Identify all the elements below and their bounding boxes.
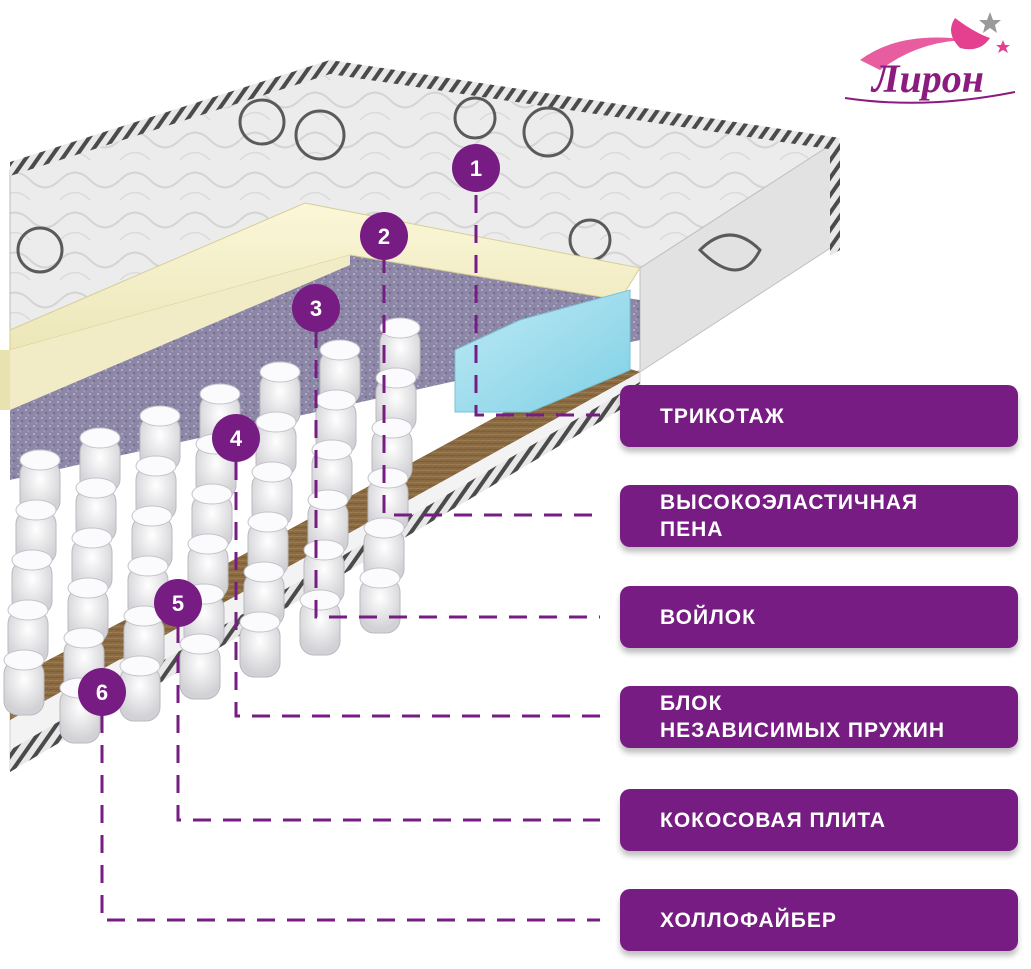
leader-line-6 — [100, 715, 600, 922]
marker-3: 3 — [292, 284, 340, 332]
logo-wordmark: Лирон — [870, 56, 984, 101]
leader-line-1 — [474, 195, 600, 417]
leader-line-4 — [234, 462, 600, 718]
svg-text:6: 6 — [96, 680, 108, 705]
leader-line-2 — [382, 255, 600, 517]
marker-1: 1 — [452, 144, 500, 192]
spring-coil — [3, 649, 45, 716]
logo-figure — [951, 18, 990, 50]
svg-text:4: 4 — [230, 426, 243, 451]
layer-foam-front — [10, 255, 350, 410]
layer-markers: 1 2 3 4 5 6 — [78, 144, 500, 716]
svg-text:5: 5 — [172, 591, 184, 616]
layer-label-springs: БЛОК НЕЗАВИСИМЫХ ПРУЖИН — [620, 686, 1018, 748]
layer-label-foam: ВЫСОКОЭЛАСТИЧНАЯ ПЕНА — [620, 485, 1018, 547]
mattress-piping-side — [830, 142, 840, 256]
layer-label-text: КОКОСОВАЯ ПЛИТА — [660, 808, 887, 832]
layer-springs — [3, 317, 421, 744]
layer-label-felt: ВОЙЛОК — [620, 586, 1018, 648]
svg-text:1: 1 — [470, 156, 482, 181]
mattress-piping-top — [10, 60, 840, 176]
spring-coil — [379, 317, 421, 384]
star-icon — [979, 12, 1001, 33]
svg-text:3: 3 — [310, 296, 322, 321]
marker-2: 2 — [360, 212, 408, 260]
spring-coil — [119, 655, 161, 722]
layer-label-coconut: КОКОСОВАЯ ПЛИТА — [620, 789, 1018, 851]
marker-4: 4 — [212, 414, 260, 462]
marker-6: 6 — [78, 668, 126, 716]
layer-foam-left — [0, 350, 10, 410]
layer-label-text: ТРИКОТАЖ — [660, 404, 785, 428]
leader-line-3 — [314, 330, 600, 619]
layer-label-text: ХОЛЛОФАЙБЕР — [660, 908, 837, 932]
layer-label-text: БЛОК НЕЗАВИСИМЫХ ПРУЖИН — [660, 692, 946, 742]
spring-coil — [179, 633, 221, 700]
perimeter-foam — [454, 289, 631, 413]
layer-label-text: ВОЙЛОК — [660, 605, 756, 629]
spring-coil — [359, 567, 401, 634]
mattress-body — [0, 60, 840, 772]
svg-text:2: 2 — [378, 224, 390, 249]
layer-label-holofiber: ХОЛЛОФАЙБЕР — [620, 889, 1018, 951]
leader-lines — [100, 195, 600, 922]
logo-swoosh — [860, 37, 970, 70]
logo-underline — [844, 91, 1016, 104]
star-icon-small — [996, 40, 1010, 53]
layer-label-knit: ТРИКОТАЖ — [620, 385, 1018, 447]
spring-coil — [299, 589, 341, 656]
layer-label-text: ВЫСОКОЭЛАСТИЧНАЯ ПЕНА — [660, 491, 919, 541]
bear-pattern — [16, 96, 762, 274]
spring-coil — [239, 611, 281, 678]
leader-line-5 — [176, 625, 600, 822]
marker-5: 5 — [154, 579, 202, 627]
brand-logo: Лирон — [844, 12, 1016, 104]
